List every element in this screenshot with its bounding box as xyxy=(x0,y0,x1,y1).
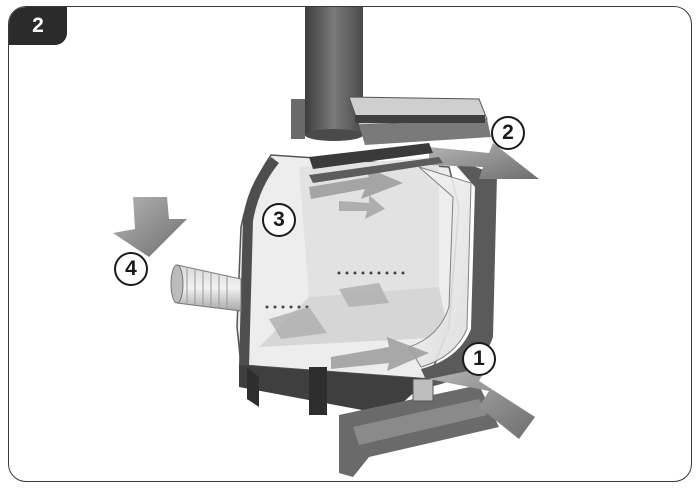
step-number-badge: 2 xyxy=(9,7,67,45)
airflow-arrows xyxy=(113,143,539,439)
combustion-air-duct xyxy=(170,264,242,312)
callout-3: 3 xyxy=(262,203,296,237)
stove-base xyxy=(239,365,499,477)
diagram-frame: 2 xyxy=(8,6,692,482)
air-channel-top xyxy=(309,143,443,183)
airflow-arrow-primary xyxy=(331,337,429,371)
airflow-arrow-3 xyxy=(339,195,385,219)
airflow-arrow-internal-top xyxy=(309,167,403,199)
callout-2: 2 xyxy=(491,116,525,150)
flue-pipe xyxy=(291,7,363,141)
airflow-arrow-1 xyxy=(429,367,535,439)
callout-1: 1 xyxy=(462,342,496,376)
callout-4: 4 xyxy=(114,252,148,286)
stove-cutaway-illustration xyxy=(113,7,539,477)
airflow-arrow-2 xyxy=(429,143,539,179)
airflow-arrow-lower-left xyxy=(269,307,327,339)
airflow-arrow-4 xyxy=(113,197,187,257)
top-plate xyxy=(348,96,491,145)
airflow-arrow-lower-center xyxy=(339,283,389,307)
